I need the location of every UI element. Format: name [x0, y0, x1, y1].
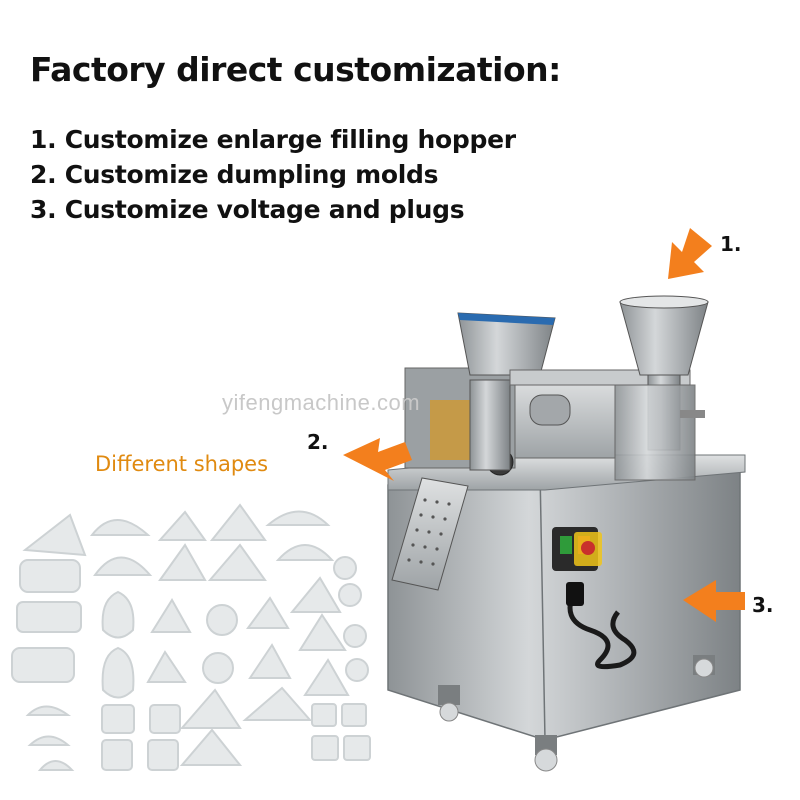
callout-3: 3.: [752, 593, 774, 617]
watermark: yifengmachine.com: [222, 390, 421, 415]
arrow-icon-hopper: [668, 228, 712, 279]
customization-list: 1. Customize enlarge filling hopper 2. C…: [30, 122, 516, 227]
arrow-icon-molds: [343, 438, 412, 481]
headline: Factory direct customization:: [30, 50, 561, 89]
different-shapes-label: Different shapes: [95, 452, 269, 476]
list-item-molds: 2. Customize dumpling molds: [30, 160, 439, 189]
list-item-voltage: 3. Customize voltage and plugs: [30, 195, 465, 224]
callout-2: 2.: [307, 430, 329, 454]
callout-1: 1.: [720, 232, 742, 256]
arrow-icon-voltage: [683, 580, 745, 622]
list-item-hopper: 1. Customize enlarge filling hopper: [30, 125, 516, 154]
